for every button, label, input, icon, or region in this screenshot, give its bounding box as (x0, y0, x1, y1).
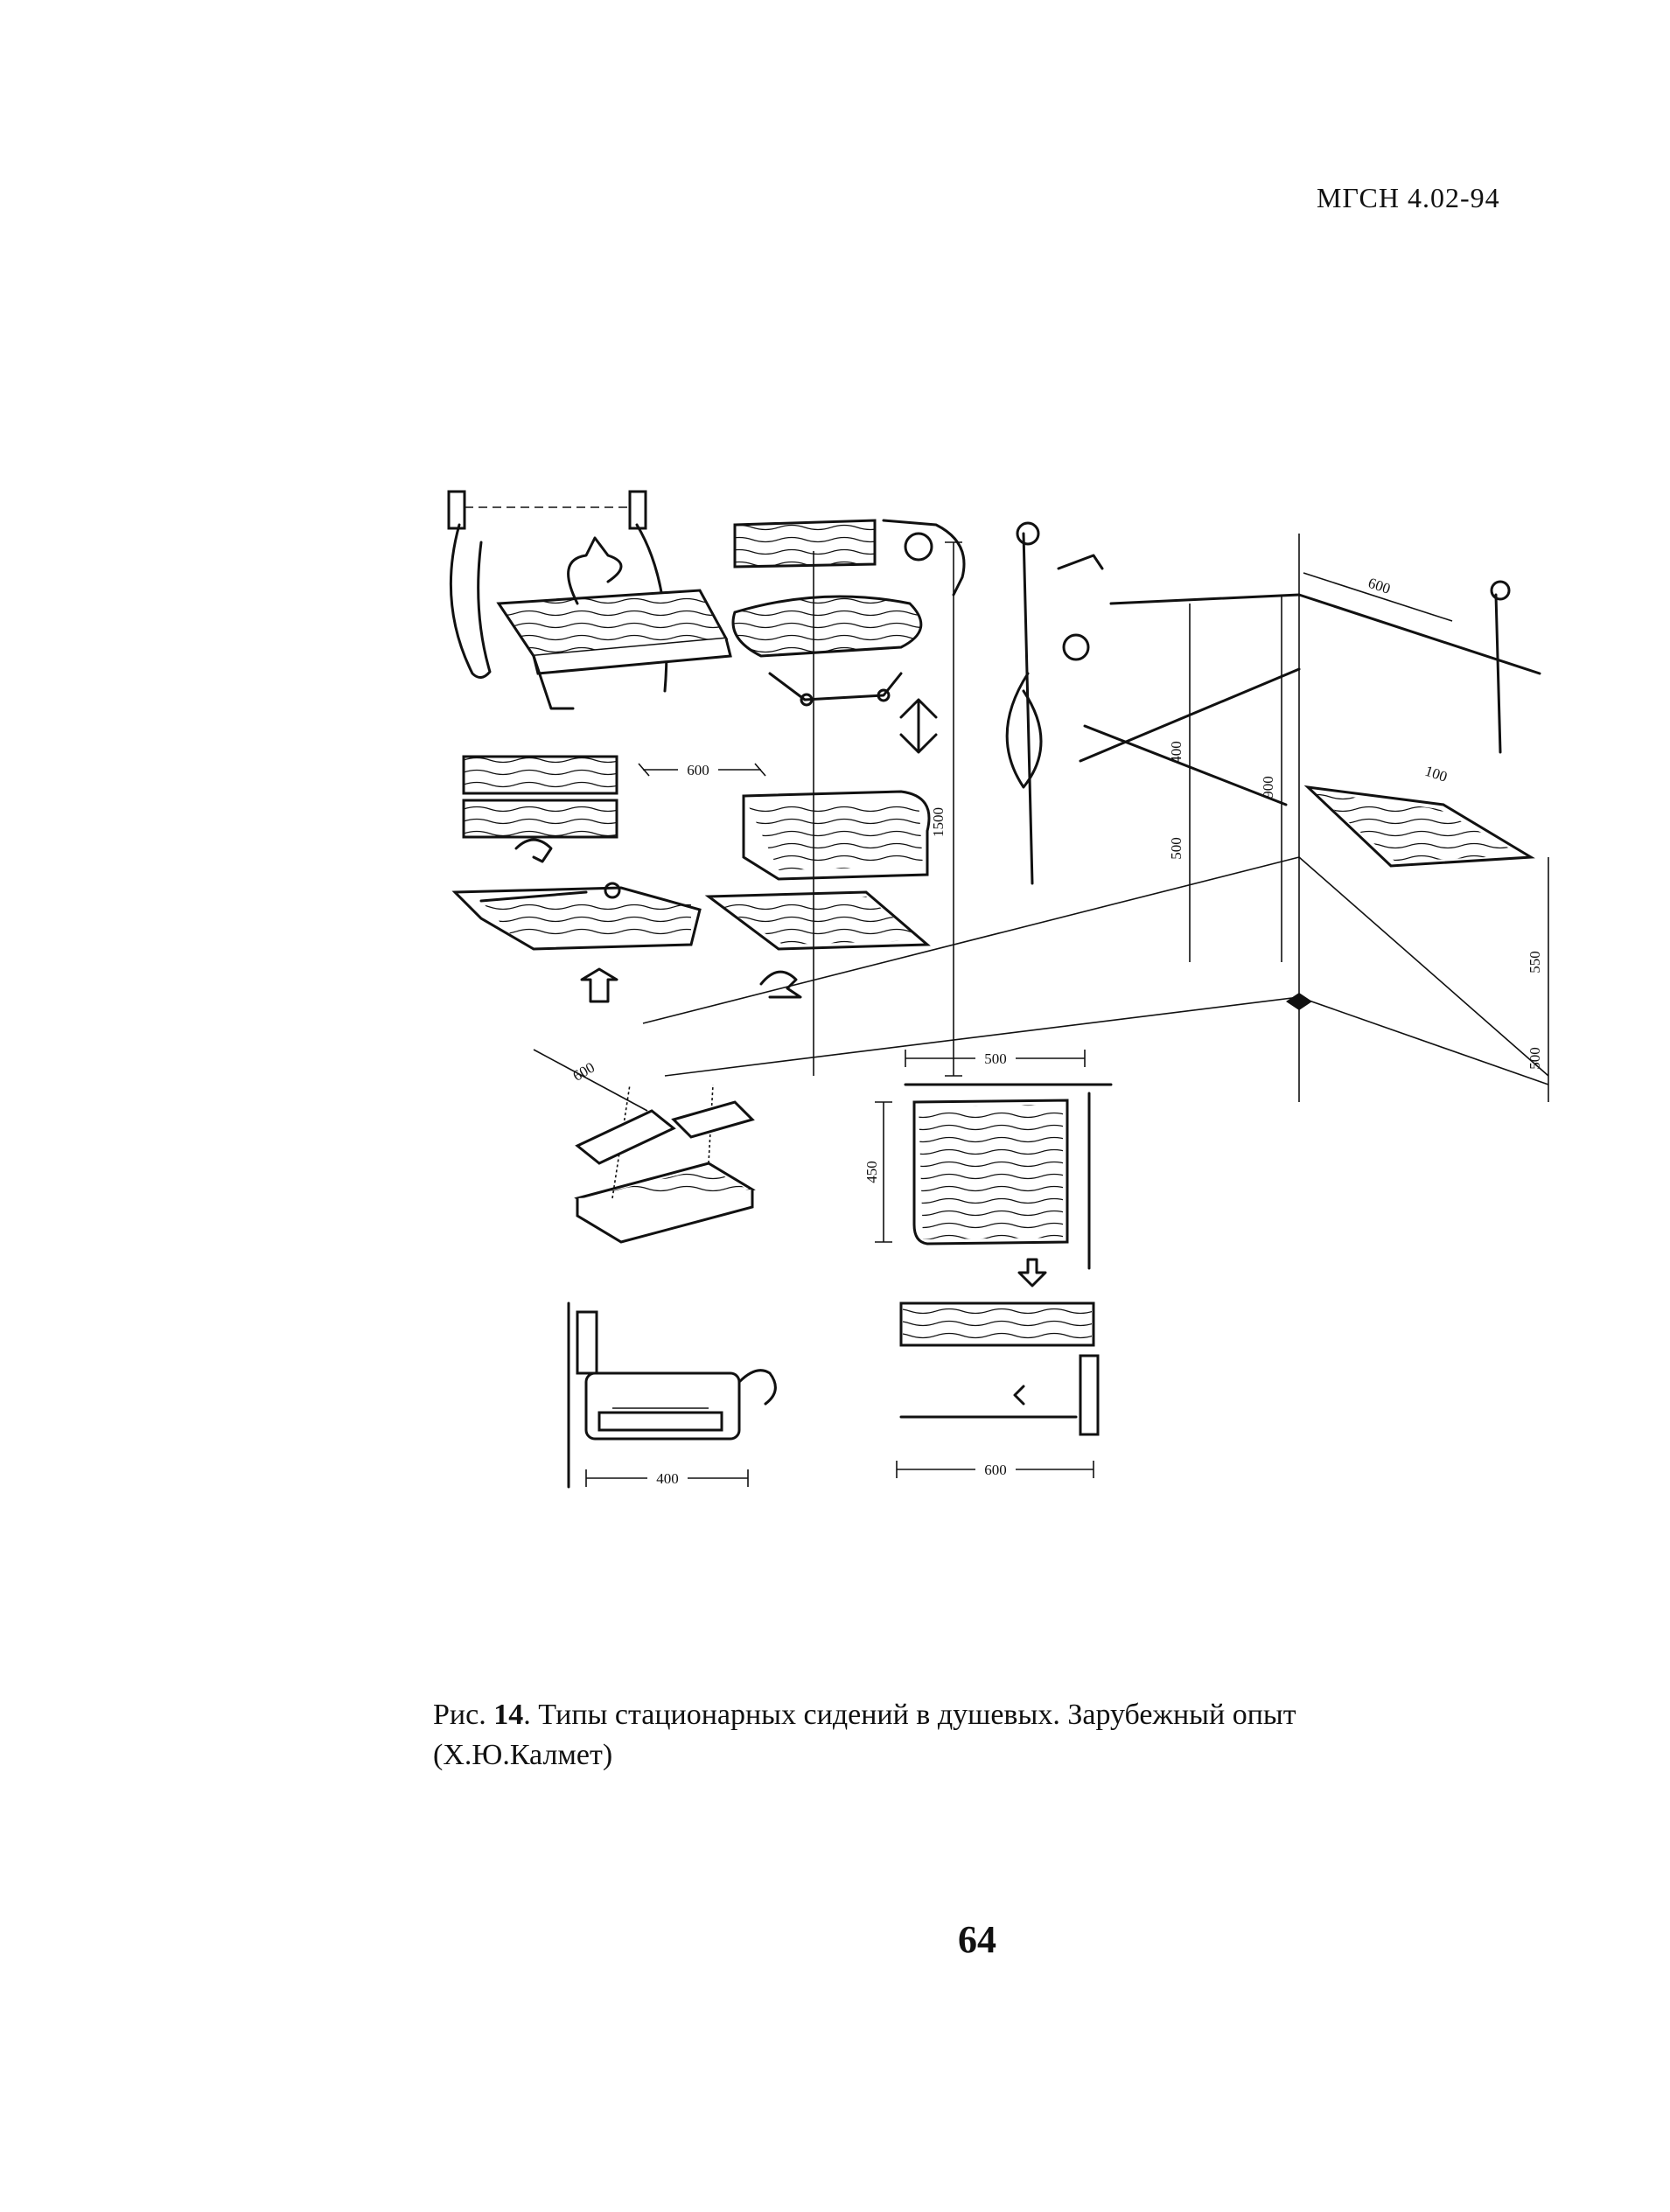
seat-hook-illustration (731, 519, 966, 754)
seat-stack-illustration (451, 755, 702, 1003)
figure-shower-seats: 600 (411, 472, 1575, 1609)
page-number: 64 (958, 1918, 996, 1961)
dim-100: 100 (1423, 763, 1450, 785)
dim-600-c: 600 (569, 1059, 597, 1085)
dim-450: 450 (863, 1161, 880, 1183)
dim-600-a: 600 (687, 762, 709, 778)
figure-caption: Рис. 14. Типы стационарных сидений в душ… (433, 1695, 1478, 1776)
dim-500-a: 500 (1168, 837, 1184, 860)
dim-550: 550 (1527, 951, 1543, 973)
caption-prefix: Рис. (433, 1699, 486, 1731)
seat-bracket-illustration: 400 (567, 1301, 777, 1489)
dim-600-d: 600 (984, 1462, 1007, 1478)
dim-500-c: 500 (984, 1050, 1007, 1067)
dim-500-b: 500 (1527, 1047, 1543, 1070)
caption-text: . Типы стационарных сидений в душевых. З… (523, 1699, 1296, 1731)
dim-1500: 1500 (930, 807, 947, 837)
dim-400: 400 (1168, 741, 1184, 764)
caption-number: 14 (493, 1699, 524, 1731)
seat-strap-illustration (447, 490, 732, 710)
dimension-600-a: 600 (638, 759, 766, 778)
seat-u-illustration (704, 790, 931, 999)
seat-wall-panel-illustration: 500 450 600 (863, 1048, 1113, 1478)
caption-line-2: (Х.Ю.Калмет) (433, 1739, 613, 1771)
caption-line-1: Рис. 14. Типы стационарных сидений в душ… (433, 1695, 1296, 1735)
dim-900: 900 (1260, 776, 1276, 799)
document-code: МГСН 4.02-94 (1317, 182, 1500, 213)
shower-corner-illustration: 1500 400 500 900 600 100 550 500 (642, 521, 1549, 1102)
seat-chain-illustration: 600 (533, 1049, 756, 1244)
dim-400-b: 400 (656, 1470, 679, 1487)
